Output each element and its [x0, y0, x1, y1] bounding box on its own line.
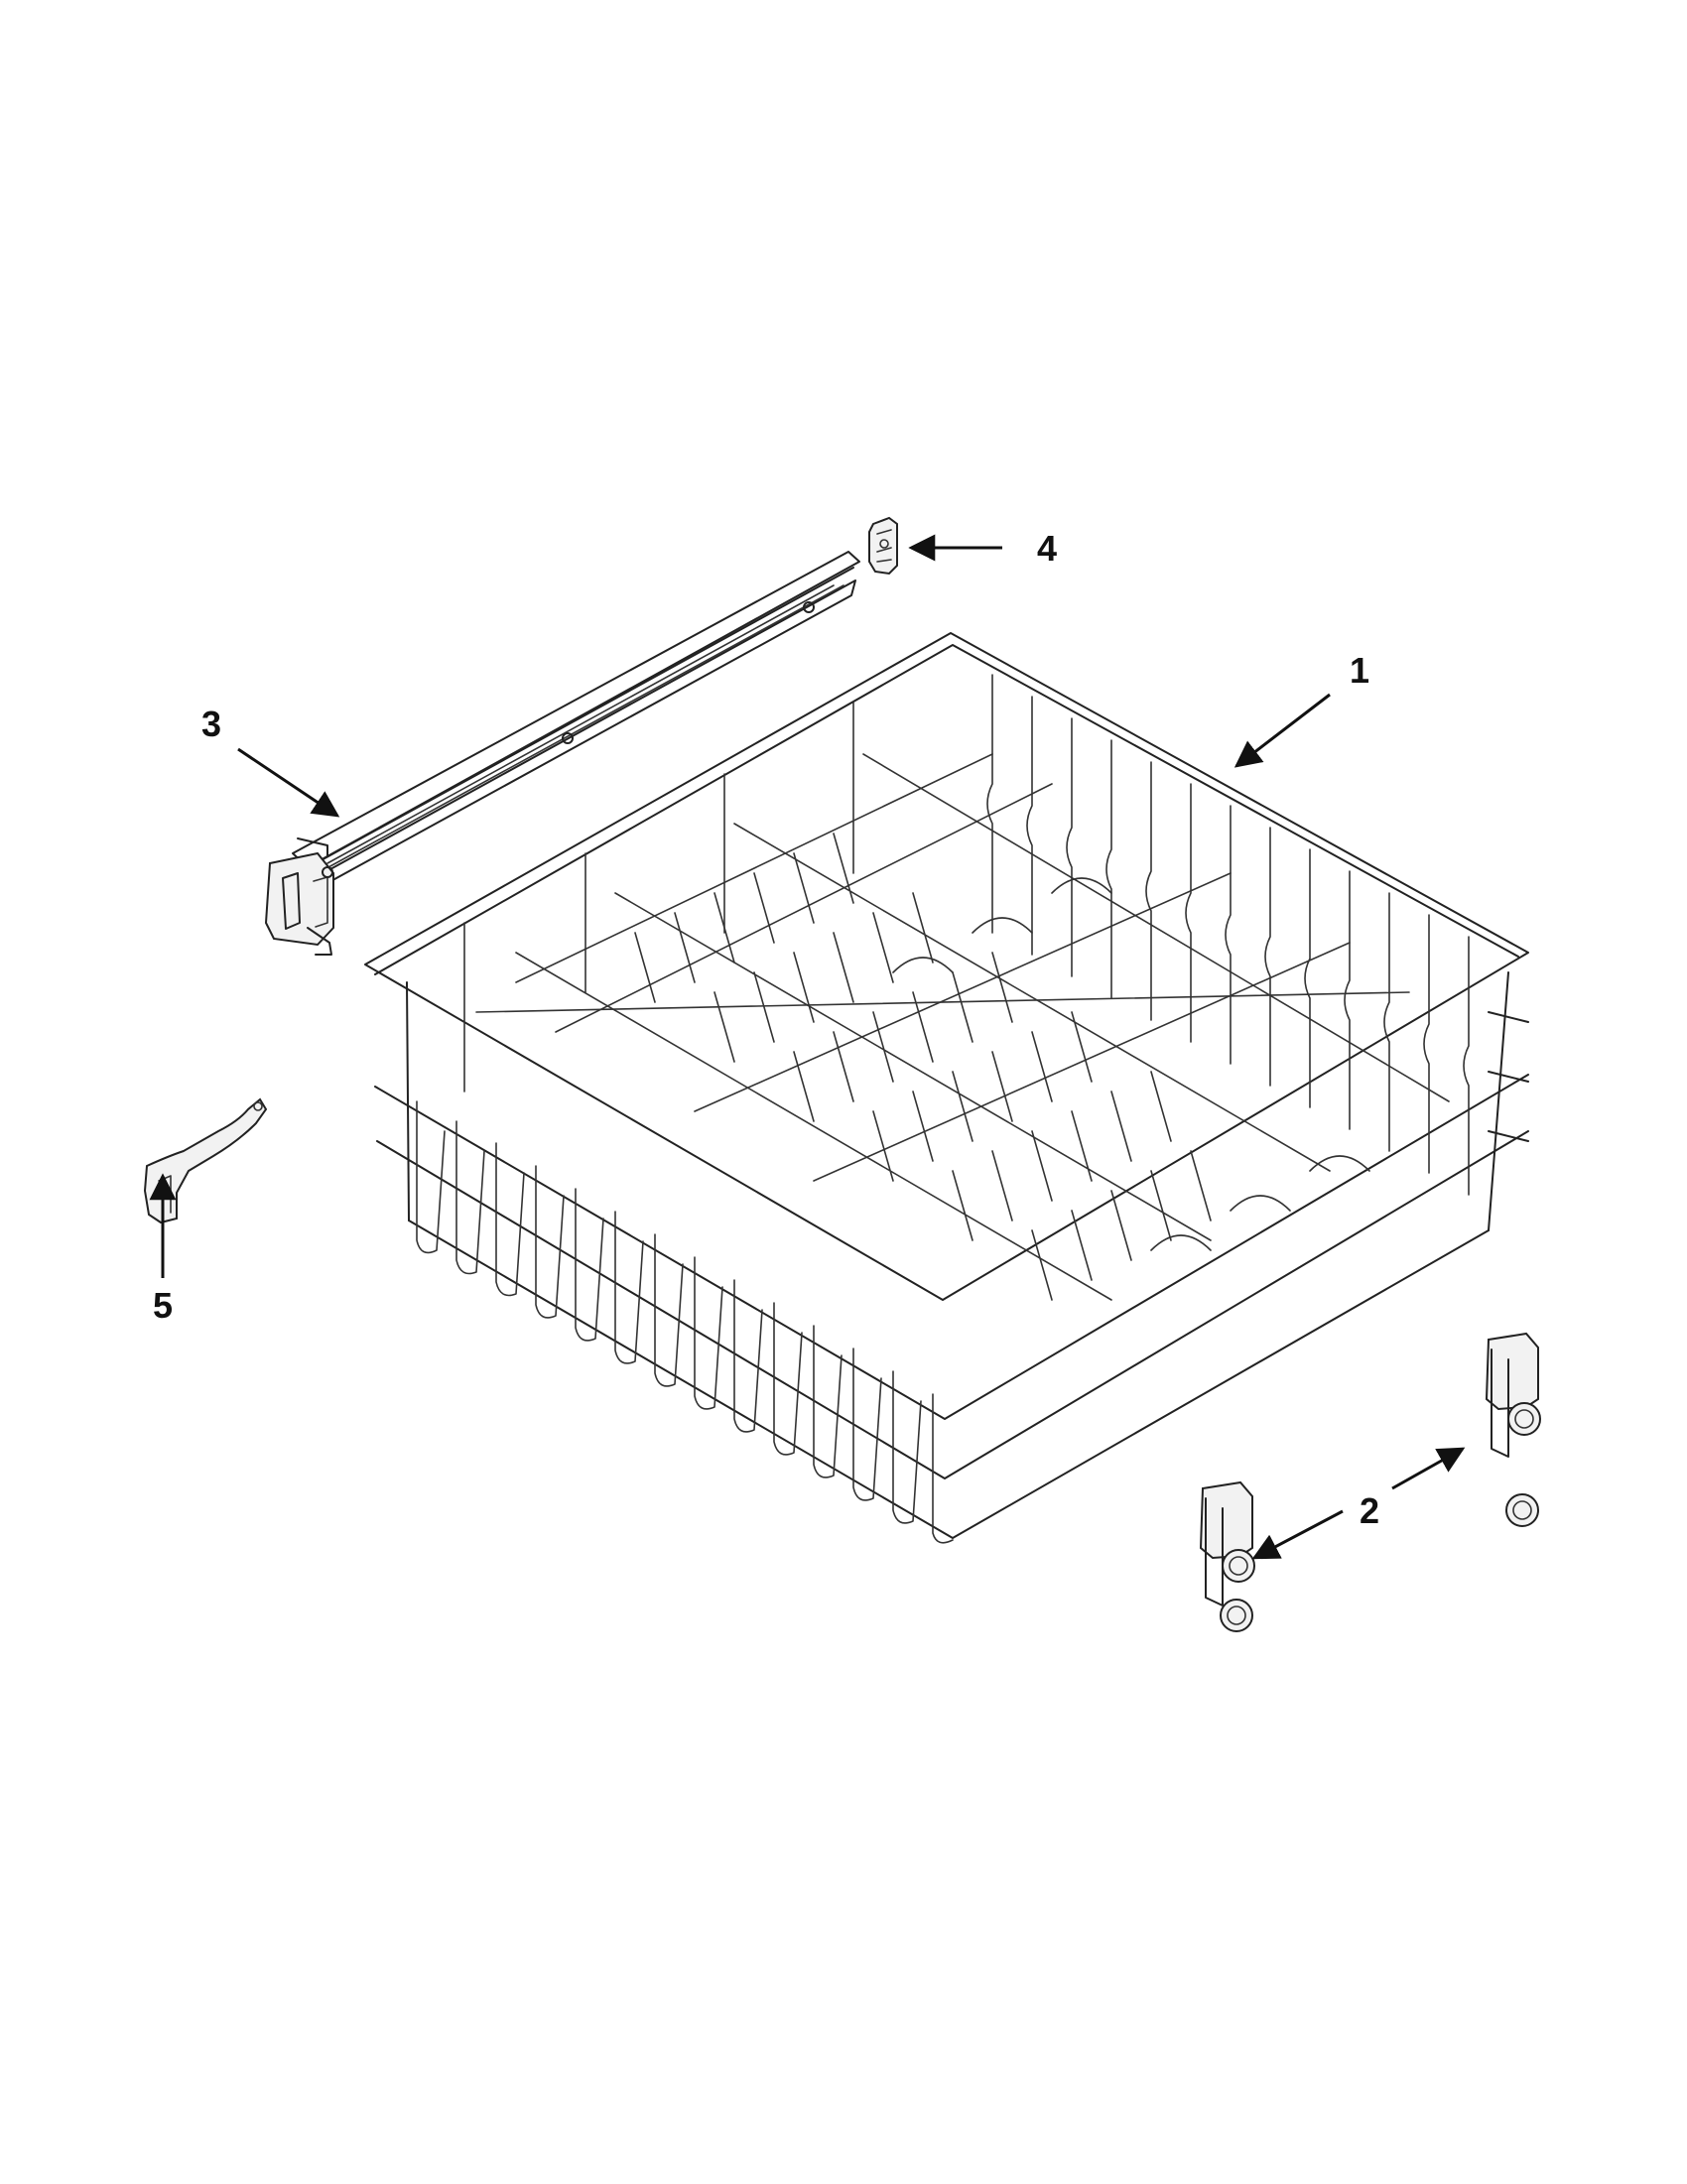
upper-rack-part-1: [364, 632, 1529, 1544]
arrow-3: [237, 747, 340, 818]
arrow-2b: [1391, 1447, 1466, 1490]
callout-5: 5: [153, 1285, 173, 1326]
callout-1: 1: [1350, 650, 1369, 691]
interior-pegs: [634, 833, 1370, 1301]
rail-stop-part-4: [868, 516, 898, 576]
callout-4: 4: [1037, 528, 1057, 569]
callout-3: 3: [201, 704, 221, 744]
callout-labels: 1 2 3 4 5: [153, 528, 1379, 1531]
arrow-2a: [1251, 1509, 1344, 1560]
back-right-tines: [986, 674, 1470, 1196]
callout-arrows: [149, 534, 1466, 1560]
rack-rail-part-3: [264, 551, 860, 956]
front-left-tines: [416, 1100, 954, 1544]
roller-assembly-part-2-lower: [1199, 1480, 1255, 1632]
roller-assembly-part-2-upper: [1485, 1332, 1541, 1527]
arrow-1: [1233, 693, 1331, 768]
callout-2: 2: [1360, 1490, 1379, 1531]
